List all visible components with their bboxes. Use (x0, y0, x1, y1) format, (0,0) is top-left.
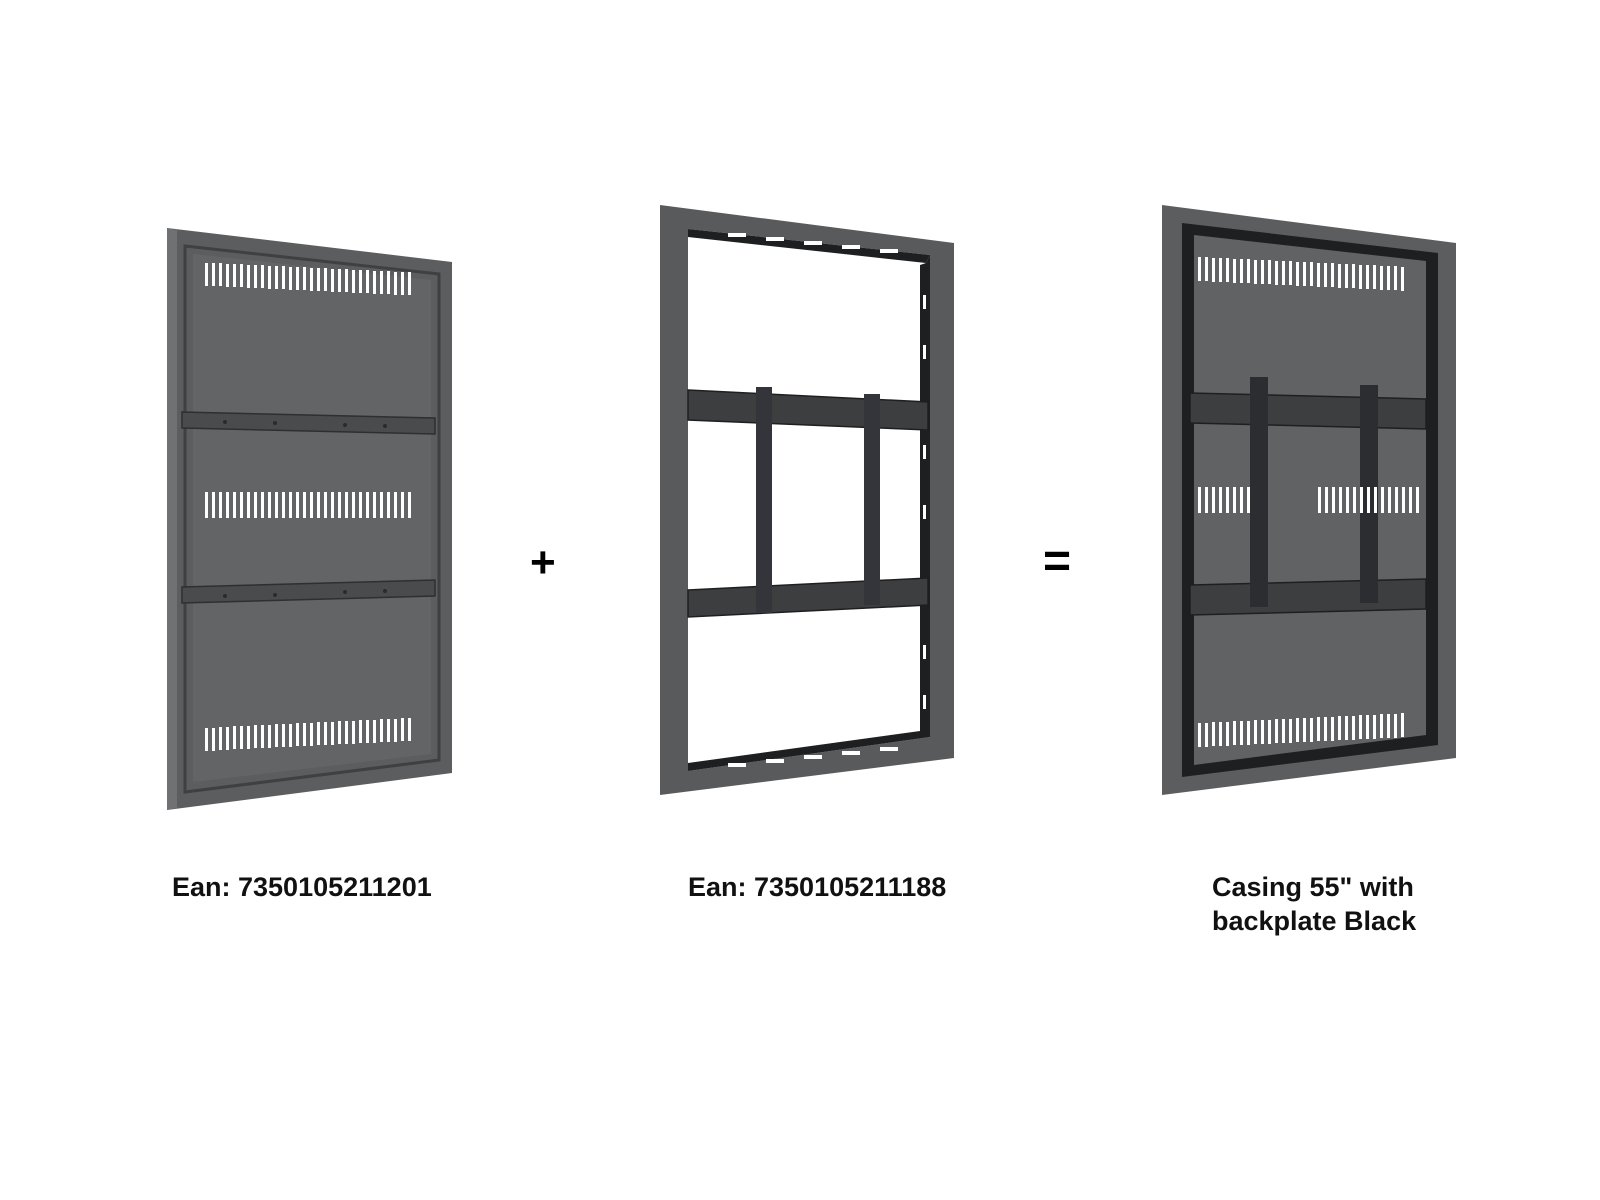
plus-symbol: + (530, 538, 556, 587)
backplate-image (167, 228, 452, 810)
backplate-ean-caption: Ean: 7350105211201 (172, 872, 432, 902)
casing-image (1162, 205, 1456, 795)
casing-product-caption: Casing 55" with backplate Black (1212, 872, 1417, 936)
equals-symbol: = (1043, 535, 1072, 588)
frame-image (660, 205, 954, 795)
frame-ean-caption: Ean: 7350105211188 (688, 872, 947, 902)
